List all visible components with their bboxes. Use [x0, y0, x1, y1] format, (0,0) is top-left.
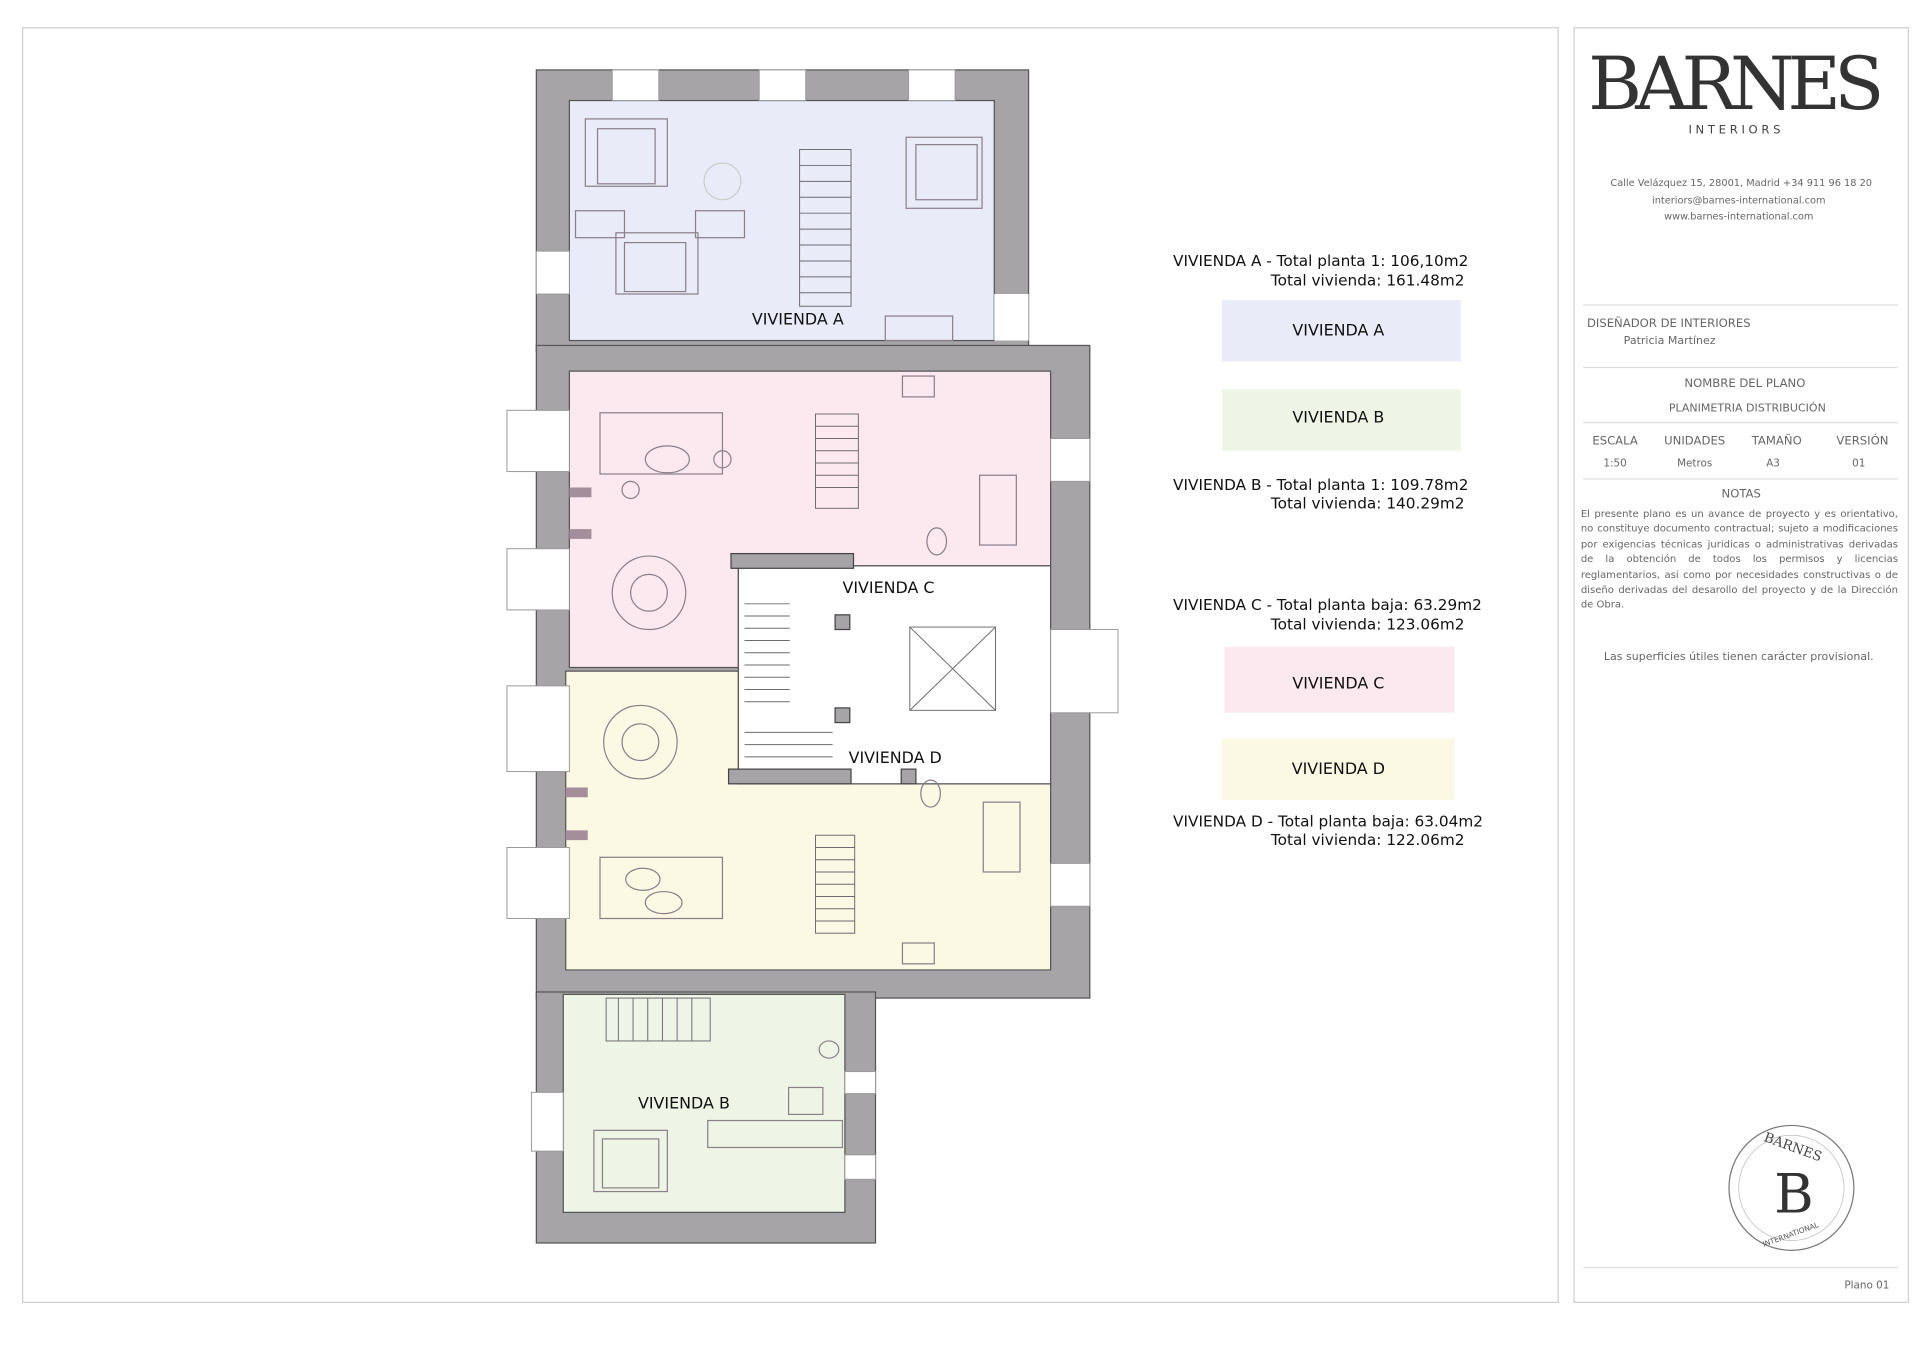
label-vivienda-b: VIVIENDA B [638, 1093, 730, 1112]
drawing-frame [22, 27, 1559, 1303]
plan-name-label: NOMBRE DEL PLANO [1684, 376, 1805, 390]
legend-swatch-c [1224, 646, 1455, 713]
seal-top-text: BARNES [1762, 1130, 1824, 1165]
legend-label-a: VIVIENDA A [1292, 321, 1384, 340]
title-block: BARNES INTERIORS Calle Velázquez 15, 280… [1581, 42, 1898, 1291]
area-d-line1: VIVIENDA D - Total planta baja: 63.04m2 [1173, 813, 1483, 831]
radiators [565, 487, 592, 841]
designer-label: DISEÑADOR DE INTERIORES [1587, 315, 1751, 330]
spec-label-version: VERSIÓN [1836, 433, 1888, 448]
spec-label-size: TAMAÑO [1751, 433, 1802, 448]
spec-label-units: UNIDADES [1664, 434, 1725, 448]
area-c-line2: Total vivienda: 123.06m2 [1270, 616, 1465, 634]
windows [506, 69, 1119, 1180]
legend-swatch-d [1222, 738, 1455, 800]
brand-sub: INTERIORS [1688, 123, 1784, 137]
seal-logo: BARNES B INTERNATIONAL [1728, 1124, 1855, 1251]
zone-vivienda-b [562, 993, 846, 1213]
address: Calle Velázquez 15, 28001, Madrid +34 91… [1610, 177, 1872, 189]
brand-logo: BARNES [1588, 42, 1884, 127]
legend-label-d: VIVIENDA D [1292, 759, 1385, 778]
spec-value-scale: 1:50 [1603, 458, 1626, 470]
furniture [574, 118, 1021, 1193]
website-link[interactable]: www.barnes-international.com [1664, 211, 1813, 222]
spec-value-size: A3 [1766, 458, 1780, 470]
email-link[interactable]: interiors@barnes-international.com [1652, 195, 1826, 206]
label-vivienda-a: VIVIENDA A [752, 310, 844, 329]
area-a-line2: Total vivienda: 161.48m2 [1270, 271, 1465, 289]
legend-label-c: VIVIENDA C [1292, 673, 1384, 692]
legend-swatch-a [1222, 300, 1461, 362]
spec-label-scale: ESCALA [1592, 434, 1638, 448]
notes-text: El presente plano es un avance de proyec… [1580, 507, 1898, 611]
stairs [605, 149, 996, 1042]
label-vivienda-c: VIVIENDA C [842, 578, 934, 597]
label-vivienda-d: VIVIENDA D [849, 748, 942, 767]
area-d-line2: Total vivienda: 122.06m2 [1270, 831, 1465, 849]
legend-swatch-b [1222, 389, 1461, 451]
legend-label-b: VIVIENDA B [1292, 408, 1384, 427]
spec-value-units: Metros [1677, 458, 1712, 470]
plano-number: Plano 01 [1844, 1279, 1889, 1291]
legend: VIVIENDA A VIVIENDA B VIVIENDA C VIVIEND… [1222, 300, 1461, 800]
area-a-line1: VIVIENDA A - Total planta 1: 106,10m2 [1173, 252, 1468, 270]
area-b-line1: VIVIENDA B - Total planta 1: 109.78m2 [1173, 476, 1468, 494]
zone-vivienda-a [568, 99, 995, 342]
area-c-line1: VIVIENDA C - Total planta baja: 63.29m2 [1173, 596, 1482, 614]
area-summaries: VIVIENDA A - Total planta 1: 106,10m2 To… [1173, 252, 1483, 849]
spec-value-version: 01 [1852, 458, 1865, 470]
core-walls [727, 552, 917, 785]
seal-letter: B [1774, 1162, 1814, 1225]
plan-name: PLANIMETRIA DISTRIBUCIÓN [1669, 402, 1826, 415]
title-block-frame [1573, 27, 1909, 1303]
provisional-note: Las superficies útiles tienen carácter p… [1604, 650, 1874, 663]
notes-label: NOTAS [1722, 486, 1761, 500]
floor-plan: VIVIENDA A VIVIENDA C VIVIENDA D VIVIEND… [506, 69, 1119, 1244]
area-b-line2: Total vivienda: 140.29m2 [1270, 494, 1465, 512]
designer-name: Patricia Martínez [1624, 334, 1716, 347]
stairwell [737, 565, 1052, 785]
